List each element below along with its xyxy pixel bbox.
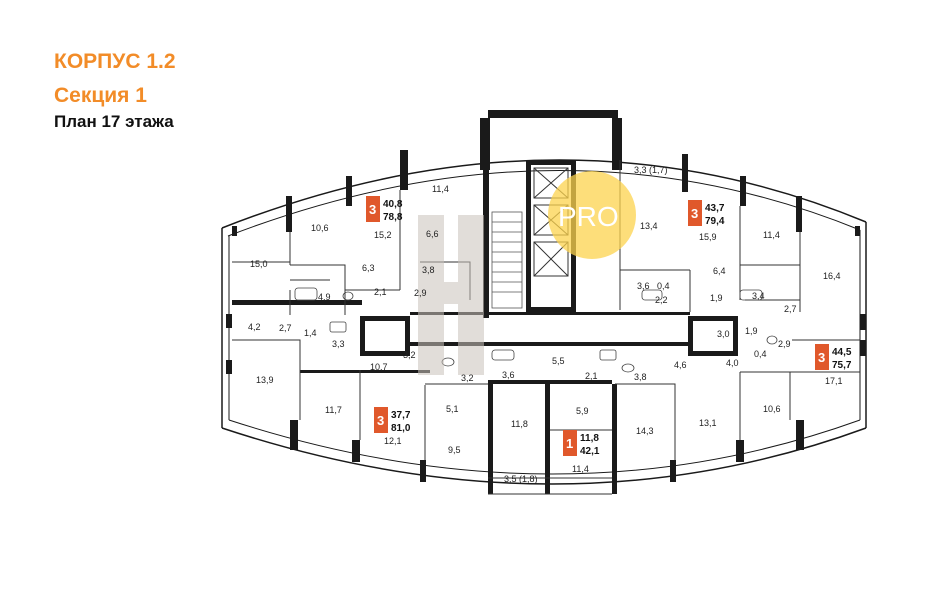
watermark-circle <box>548 171 636 259</box>
apartment-badge[interactable]: 3 40,8 78,8 <box>366 196 403 223</box>
room-area: 10,6 <box>311 223 329 233</box>
room-area: 11,4 <box>572 464 589 474</box>
stairwell <box>491 211 523 309</box>
badge-rooms: 3 <box>691 206 698 221</box>
room-area: 15,0 <box>250 259 268 269</box>
badge-total-area: 81,0 <box>391 423 411 434</box>
badge-total-area: 42,1 <box>580 446 600 457</box>
apartment-badge[interactable]: 1 11,8 42,1 <box>563 430 600 457</box>
apartment-badge[interactable]: 3 37,7 81,0 <box>374 407 411 434</box>
badge-total-area: 78,8 <box>383 212 403 223</box>
room-area: 13,1 <box>699 418 717 428</box>
room-area: 0,4 <box>657 281 670 291</box>
apartment-badge[interactable]: 3 43,7 79,4 <box>688 200 725 227</box>
room-area: 3,5 (1,8) <box>504 474 538 484</box>
room-area: 5,9 <box>576 406 589 416</box>
room-area: 11,4 <box>432 184 449 194</box>
badge-living-area: 11,8 <box>580 433 599 444</box>
room-area: 11,7 <box>325 405 342 415</box>
room-area: 9,5 <box>448 445 461 455</box>
badge-living-area: 43,7 <box>705 203 725 214</box>
room-area: 4,9 <box>318 292 331 302</box>
building-title: КОРПУС 1.2 <box>54 50 176 73</box>
watermark-h-logo <box>418 215 484 375</box>
room-area: 2,7 <box>279 323 292 333</box>
room-area: 2,9 <box>414 288 427 298</box>
badge-living-area: 37,7 <box>391 410 411 421</box>
badge-living-area: 40,8 <box>383 199 403 210</box>
room-area: 2,7 <box>784 304 797 314</box>
floor-plan-title: План 17 этажа <box>54 112 174 131</box>
room-area: 3,4 <box>752 291 765 301</box>
room-area: 6,6 <box>426 229 439 239</box>
badge-rooms: 3 <box>377 413 384 428</box>
room-area: 1,9 <box>745 326 758 336</box>
room-area: 1,9 <box>710 293 723 303</box>
room-area: 2,2 <box>655 295 668 305</box>
room-area: 14,3 <box>636 426 654 436</box>
structural-walls <box>226 110 866 494</box>
room-area: 10,7 <box>370 362 388 372</box>
room-area: 11,4 <box>763 230 780 240</box>
room-area: 2,1 <box>374 287 387 297</box>
room-area: 3,6 <box>637 281 650 291</box>
room-area: 3,2 <box>461 373 474 383</box>
room-area: 3,0 <box>717 329 730 339</box>
room-area: 3,2 <box>403 350 416 360</box>
room-area: 11,8 <box>511 419 528 429</box>
facade-outline <box>221 159 867 485</box>
room-area: 3,3 <box>332 339 345 349</box>
badge-total-area: 75,7 <box>832 360 852 371</box>
room-area: 15,2 <box>374 230 392 240</box>
room-area: 5,1 <box>446 404 459 414</box>
room-area: 5,5 <box>552 356 565 366</box>
bathroom-fixtures <box>294 287 778 373</box>
room-area: 2,1 <box>585 371 598 381</box>
room-area: 2,9 <box>778 339 791 349</box>
room-area: 10,6 <box>763 404 781 414</box>
badge-living-area: 44,5 <box>832 347 852 358</box>
room-area: 1,4 <box>304 328 317 338</box>
room-area: 13,4 <box>640 221 658 231</box>
room-area: 13,9 <box>256 375 274 385</box>
section-title: Секция 1 <box>54 84 147 107</box>
room-area: 6,4 <box>713 266 726 276</box>
room-area: 3,8 <box>634 372 647 382</box>
room-area: 16,4 <box>823 271 841 281</box>
room-area: 17,1 <box>825 376 843 386</box>
room-area: 3,3 (1,7) <box>634 165 668 175</box>
room-area: 3,8 <box>422 265 435 275</box>
badge-rooms: 1 <box>566 436 573 451</box>
apartment-badge[interactable]: 3 44,5 75,7 <box>815 344 852 371</box>
room-area: 6,3 <box>362 263 375 273</box>
watermark-pro: PRO <box>548 171 636 259</box>
room-area: 12,1 <box>384 436 402 446</box>
room-area-labels: 11,4 3,3 (1,7) 10,6 15,2 6,6 13,4 15,9 1… <box>248 165 843 484</box>
room-area: 4,2 <box>248 322 261 332</box>
badge-total-area: 79,4 <box>705 216 725 227</box>
room-area: 4,0 <box>726 358 739 368</box>
badge-rooms: 3 <box>818 350 825 365</box>
badge-rooms: 3 <box>369 202 376 217</box>
room-area: 3,6 <box>502 370 515 380</box>
room-area: 0,4 <box>754 349 767 359</box>
room-area: 4,6 <box>674 360 687 370</box>
watermark-text: PRO <box>558 201 619 232</box>
room-area: 15,9 <box>699 232 717 242</box>
